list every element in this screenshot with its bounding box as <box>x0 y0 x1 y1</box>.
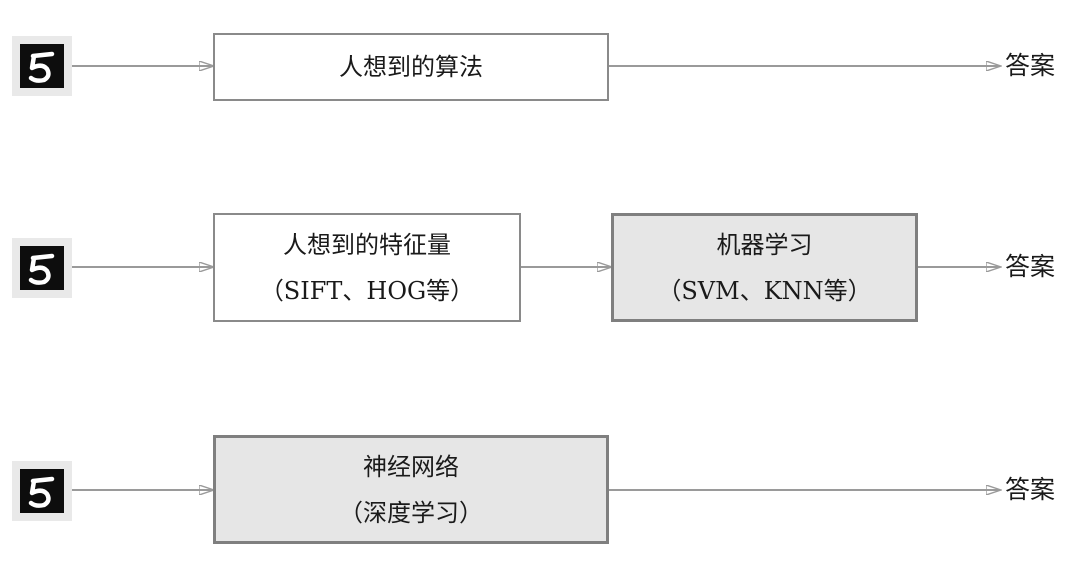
digit-image-row1 <box>12 36 72 96</box>
box-label: 人想到的算法 <box>339 53 483 81</box>
machine-learning-box: 机器学习 （SVM、KNN等） <box>611 213 918 322</box>
box-subtitle: （SIFT、HOG等） <box>259 276 475 305</box>
handwritten-digit-icon <box>28 253 55 285</box>
answer-label-row3: 答案 <box>1005 475 1056 504</box>
digit-image-row2 <box>12 238 72 298</box>
box-title: 机器学习 <box>716 230 813 259</box>
human-feature-box: 人想到的特征量 （SIFT、HOG等） <box>213 213 521 322</box>
handwritten-digit-icon <box>28 476 55 508</box>
handwritten-digit-icon <box>28 51 55 83</box>
answer-label-row1: 答案 <box>1005 51 1056 80</box>
human-algorithm-box: 人想到的算法 <box>213 33 609 101</box>
box-title: 人想到的特征量 <box>283 230 451 259</box>
box-title: 神经网络 <box>363 452 459 481</box>
box-subtitle: （深度学习） <box>339 498 483 527</box>
answer-label-row2: 答案 <box>1005 252 1056 281</box>
neural-network-box: 神经网络 （深度学习） <box>213 435 609 544</box>
digit-image-row3 <box>12 461 72 521</box>
box-subtitle: （SVM、KNN等） <box>657 276 872 305</box>
